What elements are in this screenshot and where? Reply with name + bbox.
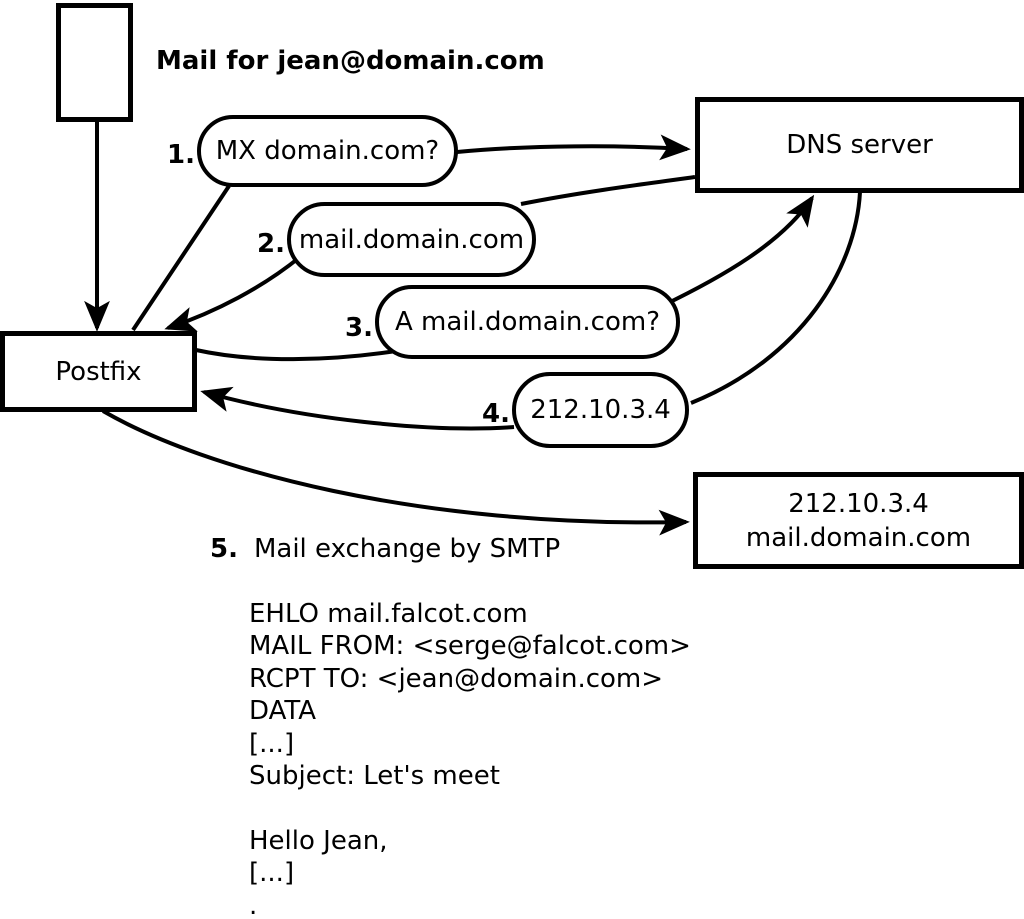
- line-dns-to-answer4: [690, 191, 862, 405]
- smtp-line: RCPT TO: <jean@domain.com>: [249, 663, 664, 694]
- smtp-line: [...]: [249, 858, 295, 889]
- step-3-bubble: A mail.domain.com?: [375, 285, 680, 359]
- step-2-number: 2.: [257, 229, 285, 259]
- arrow-query1-to-dns: [456, 134, 691, 161]
- smtp-line: MAIL FROM: <serge@falcot.com>: [249, 631, 691, 662]
- incoming-mail-box: [56, 3, 133, 122]
- step-5-number: 5.: [210, 534, 238, 564]
- step-1-bubble: MX domain.com?: [197, 115, 458, 187]
- smtp-line: [249, 792, 691, 824]
- smtp-line: .: [249, 890, 258, 919]
- line-postfix-to-query1: [131, 184, 231, 332]
- smtp-line: DATA: [249, 696, 316, 727]
- smtp-line: Subject: Let's meet: [249, 761, 500, 792]
- step-1-text: MX domain.com?: [215, 136, 440, 166]
- line-dns-to-answer2: [520, 175, 696, 206]
- postfix-box: Postfix: [0, 331, 197, 412]
- step-4-bubble: 212.10.3.4: [512, 372, 689, 448]
- arrow-answer2-to-postfix: [164, 255, 302, 332]
- arrow-answer4-to-postfix: [200, 386, 515, 431]
- step-4-number: 4.: [482, 399, 510, 429]
- line-postfix-to-query3: [195, 348, 397, 362]
- diagram-title: Mail for jean@domain.com: [156, 46, 545, 76]
- step-2-bubble: mail.domain.com: [287, 202, 536, 277]
- mailserver-box: 212.10.3.4 mail.domain.com: [693, 472, 1024, 569]
- dns-server-label: DNS server: [786, 130, 933, 160]
- mailserver-ip: 212.10.3.4: [788, 488, 929, 519]
- step-2-text: mail.domain.com: [298, 224, 525, 255]
- step-5-caption: 5. Mail exchange by SMTP: [210, 534, 560, 564]
- step-3-text: A mail.domain.com?: [395, 307, 660, 337]
- mailserver-hostname: mail.domain.com: [745, 522, 972, 553]
- step-5-text: Mail exchange by SMTP: [253, 534, 561, 564]
- smtp-line: EHLO mail.falcot.com: [249, 599, 528, 629]
- dns-server-box: DNS server: [695, 97, 1024, 193]
- step-4-text: 212.10.3.4: [530, 395, 671, 425]
- smtp-line: Hello Jean,: [249, 825, 388, 856]
- smtp-transcript: EHLO mail.falcot.com MAIL FROM: <serge@f…: [249, 598, 691, 919]
- smtp-line: [...]: [249, 728, 295, 759]
- arrow-query3-to-dns: [661, 194, 815, 308]
- postfix-label: Postfix: [55, 356, 142, 387]
- step-3-number: 3.: [345, 313, 373, 343]
- step-1-number: 1.: [167, 140, 195, 170]
